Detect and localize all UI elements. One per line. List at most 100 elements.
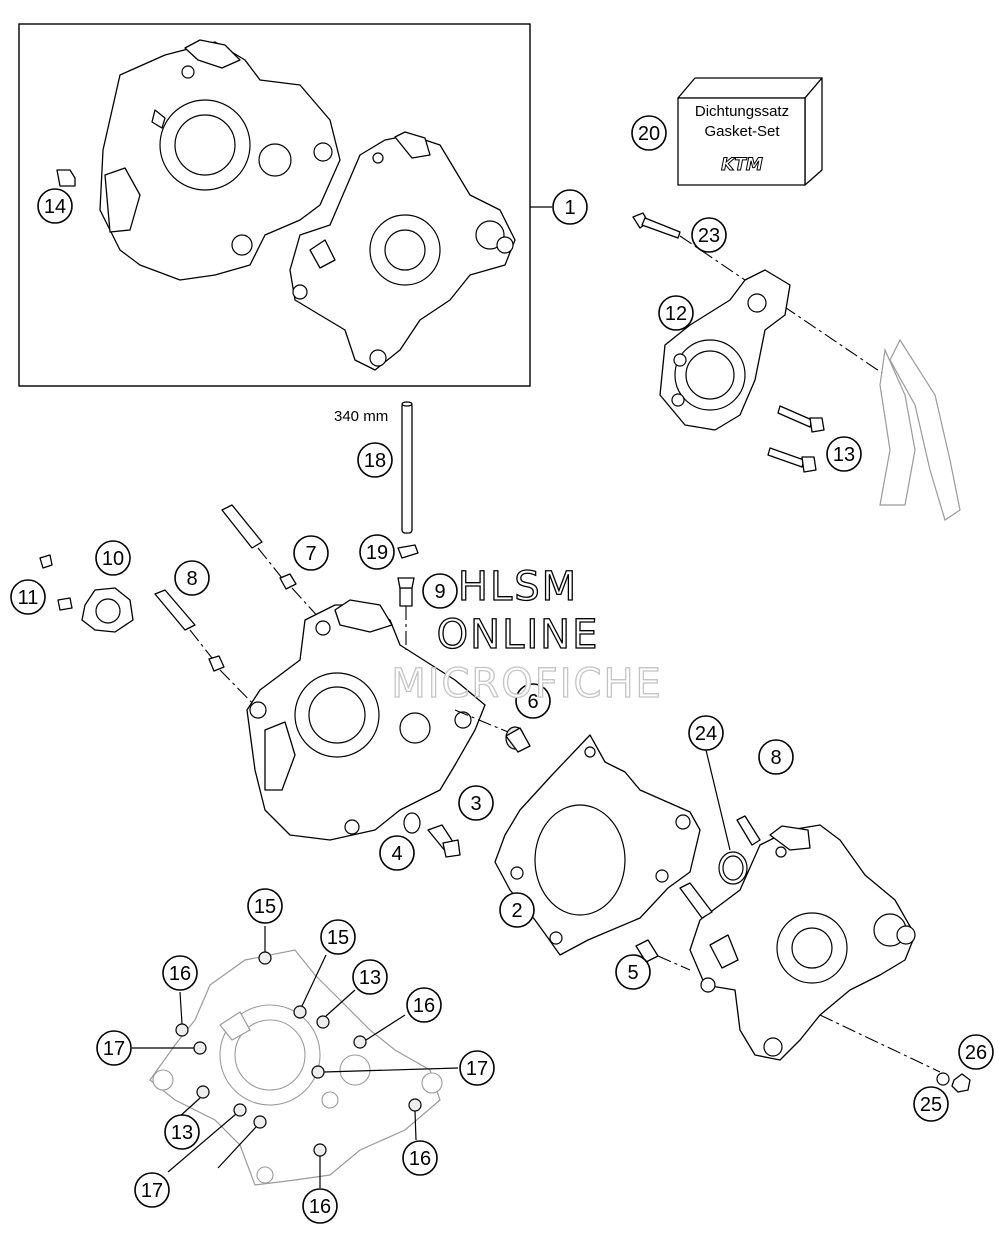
callout-label: 2	[511, 900, 522, 922]
callout-16: 16	[302, 1188, 338, 1224]
callout-label: 17	[466, 1058, 488, 1080]
callout-7: 7	[293, 535, 329, 571]
callout-label: 14	[44, 196, 66, 218]
dowel-pin-14	[56, 169, 76, 187]
callout-17: 17	[459, 1050, 495, 1086]
gasket-2	[494, 734, 701, 956]
bolts-13-upper	[767, 405, 825, 473]
callout-label: 16	[409, 1148, 431, 1170]
callout-label: 6	[527, 691, 538, 713]
screws-11	[39, 554, 73, 611]
hose-18	[401, 401, 413, 534]
callout-19: 19	[359, 534, 395, 570]
callout-label: 16	[413, 995, 435, 1017]
callout-label: 13	[833, 444, 855, 466]
callout-label: 4	[391, 843, 402, 865]
callout-12: 12	[658, 295, 694, 331]
callout-label: 18	[364, 450, 386, 472]
dowel-pin-center	[679, 882, 713, 919]
dowel-pin-8-right	[736, 815, 761, 846]
callout-18: 18	[357, 442, 393, 478]
callout-label: 3	[470, 793, 481, 815]
callout-label: 25	[920, 1094, 942, 1116]
callout-label: 15	[254, 896, 276, 918]
callout-label: 26	[965, 1042, 987, 1064]
retaining-ring-24	[718, 851, 748, 885]
callout-label: 1	[564, 197, 575, 219]
callout-2: 2	[499, 892, 535, 928]
callout-25: 25	[913, 1086, 949, 1122]
callout-14: 14	[37, 188, 73, 224]
crankcase-half-right	[689, 824, 916, 1061]
callout-label: 5	[627, 962, 638, 984]
callout-10: 10	[95, 540, 131, 576]
callout-26: 26	[958, 1034, 994, 1070]
callout-label: 23	[698, 225, 720, 247]
nut-markers	[175, 951, 422, 1157]
callout-15: 15	[320, 919, 356, 955]
callout-label: 8	[770, 747, 781, 769]
callout-label: 11	[18, 587, 39, 609]
callout-8: 8	[758, 739, 794, 775]
callout-1: 1	[552, 189, 588, 225]
gasket-set-box: Dichtungssatz Gasket-Set KTM	[677, 77, 823, 186]
callout-3: 3	[458, 785, 494, 821]
callout-label: 15	[327, 927, 349, 949]
watermark-line1: HLSM	[458, 564, 578, 610]
callout-17: 17	[134, 1172, 170, 1208]
callout-label: 8	[186, 568, 197, 590]
gasket-box-line2: Gasket-Set	[704, 123, 780, 140]
callout-layer: 1234567889101112131313141515161616161717…	[10, 115, 994, 1224]
callout-label: 16	[309, 1196, 331, 1218]
fitting-9	[397, 577, 415, 607]
dowel-pin-7	[221, 504, 297, 590]
crankcase-half-right-boxed	[289, 131, 516, 371]
hose-clamp-19	[397, 544, 419, 559]
crankcase-set-frame	[18, 23, 531, 387]
cover-12	[659, 269, 791, 431]
callout-label: 20	[638, 123, 660, 145]
callout-17: 17	[96, 1030, 132, 1066]
callout-label: 17	[103, 1038, 125, 1060]
callout-6: 6	[515, 683, 551, 719]
callout-label: 7	[305, 543, 316, 565]
callout-label: 19	[366, 542, 388, 564]
o-ring-4	[403, 812, 421, 834]
callout-15: 15	[247, 888, 283, 924]
washer-25	[936, 1072, 950, 1086]
bolt-23	[632, 212, 681, 239]
callout-label: 9	[434, 581, 445, 603]
callout-label: 13	[171, 1122, 193, 1144]
dowel-pin-8-left	[154, 589, 225, 672]
callout-16: 16	[406, 987, 442, 1023]
callout-16: 16	[402, 1140, 438, 1176]
gasket-box-line1: Dichtungssatz	[695, 103, 789, 120]
watermark-line3: MICROFICHE	[391, 661, 663, 707]
callout-label: 17	[141, 1180, 163, 1202]
callout-24: 24	[688, 715, 724, 751]
callout-20: 20	[631, 115, 667, 151]
plug-3	[427, 824, 461, 858]
callout-label: 12	[665, 303, 687, 325]
callout-9: 9	[422, 573, 458, 609]
callout-13: 13	[826, 436, 862, 472]
callout-4: 4	[379, 835, 415, 871]
callout-8: 8	[174, 560, 210, 596]
bearing-6	[505, 726, 531, 753]
callout-label: 13	[359, 967, 381, 989]
crankcase-half-left-boxed	[99, 39, 341, 281]
leaders-bottom-left	[132, 926, 459, 1188]
callout-label: 24	[695, 723, 717, 745]
callout-5: 5	[615, 954, 651, 990]
callout-11: 11	[10, 579, 46, 615]
cover-10	[81, 587, 134, 633]
crankcase-half-center	[246, 599, 486, 841]
nut-26	[951, 1073, 971, 1093]
watermark-line2: ONLINE	[437, 612, 600, 658]
hose-length-label: 340 mm	[334, 408, 388, 425]
callout-13: 13	[164, 1114, 200, 1150]
callout-23: 23	[691, 217, 727, 253]
callout-label: 16	[169, 963, 191, 985]
callout-label: 10	[102, 548, 124, 570]
